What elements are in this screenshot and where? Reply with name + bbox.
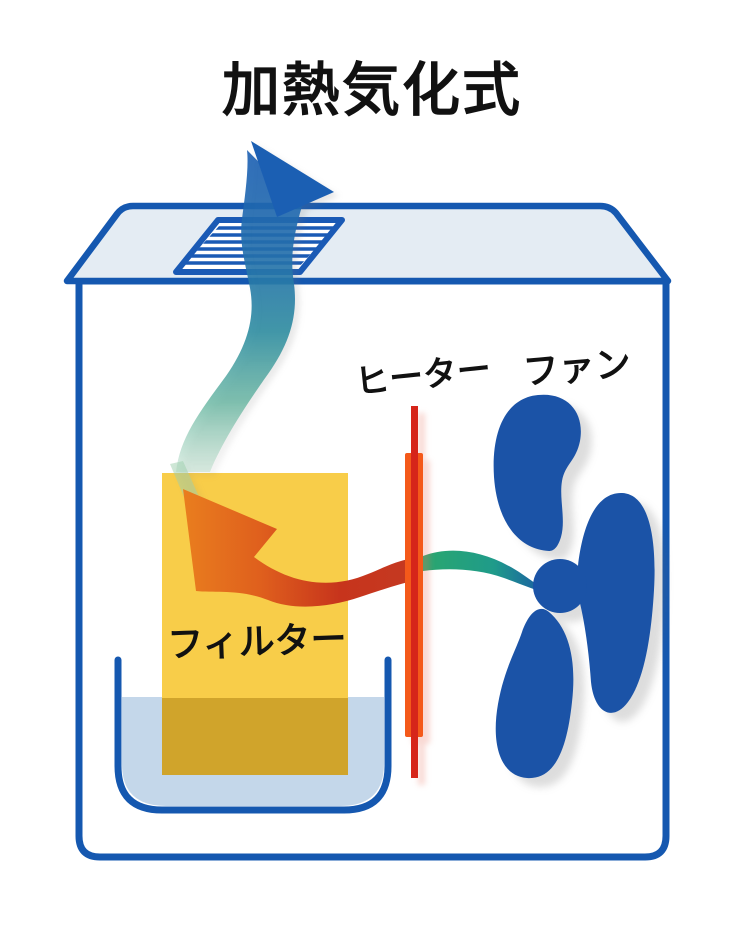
humidifier-lid — [63, 202, 672, 285]
fan-hub — [533, 559, 587, 613]
fan-blade-bottom — [495, 608, 574, 779]
fan-blade-right — [575, 492, 655, 713]
filter-wet-part — [162, 698, 348, 775]
water-tray — [114, 656, 392, 814]
fan-airflow-line — [423, 550, 550, 595]
heated-air-arrow — [183, 489, 423, 607]
fan-propeller — [493, 394, 655, 779]
fan-blade-top — [493, 394, 581, 551]
filter-label: フィルター — [167, 618, 348, 665]
steam-arrowhead — [251, 141, 334, 217]
steam-arrow-band — [176, 150, 302, 472]
fan-label: ファン — [521, 342, 632, 392]
heater — [405, 406, 423, 778]
diagram-title: 加熱気化式 — [222, 58, 522, 123]
heater-element-line — [411, 406, 418, 778]
